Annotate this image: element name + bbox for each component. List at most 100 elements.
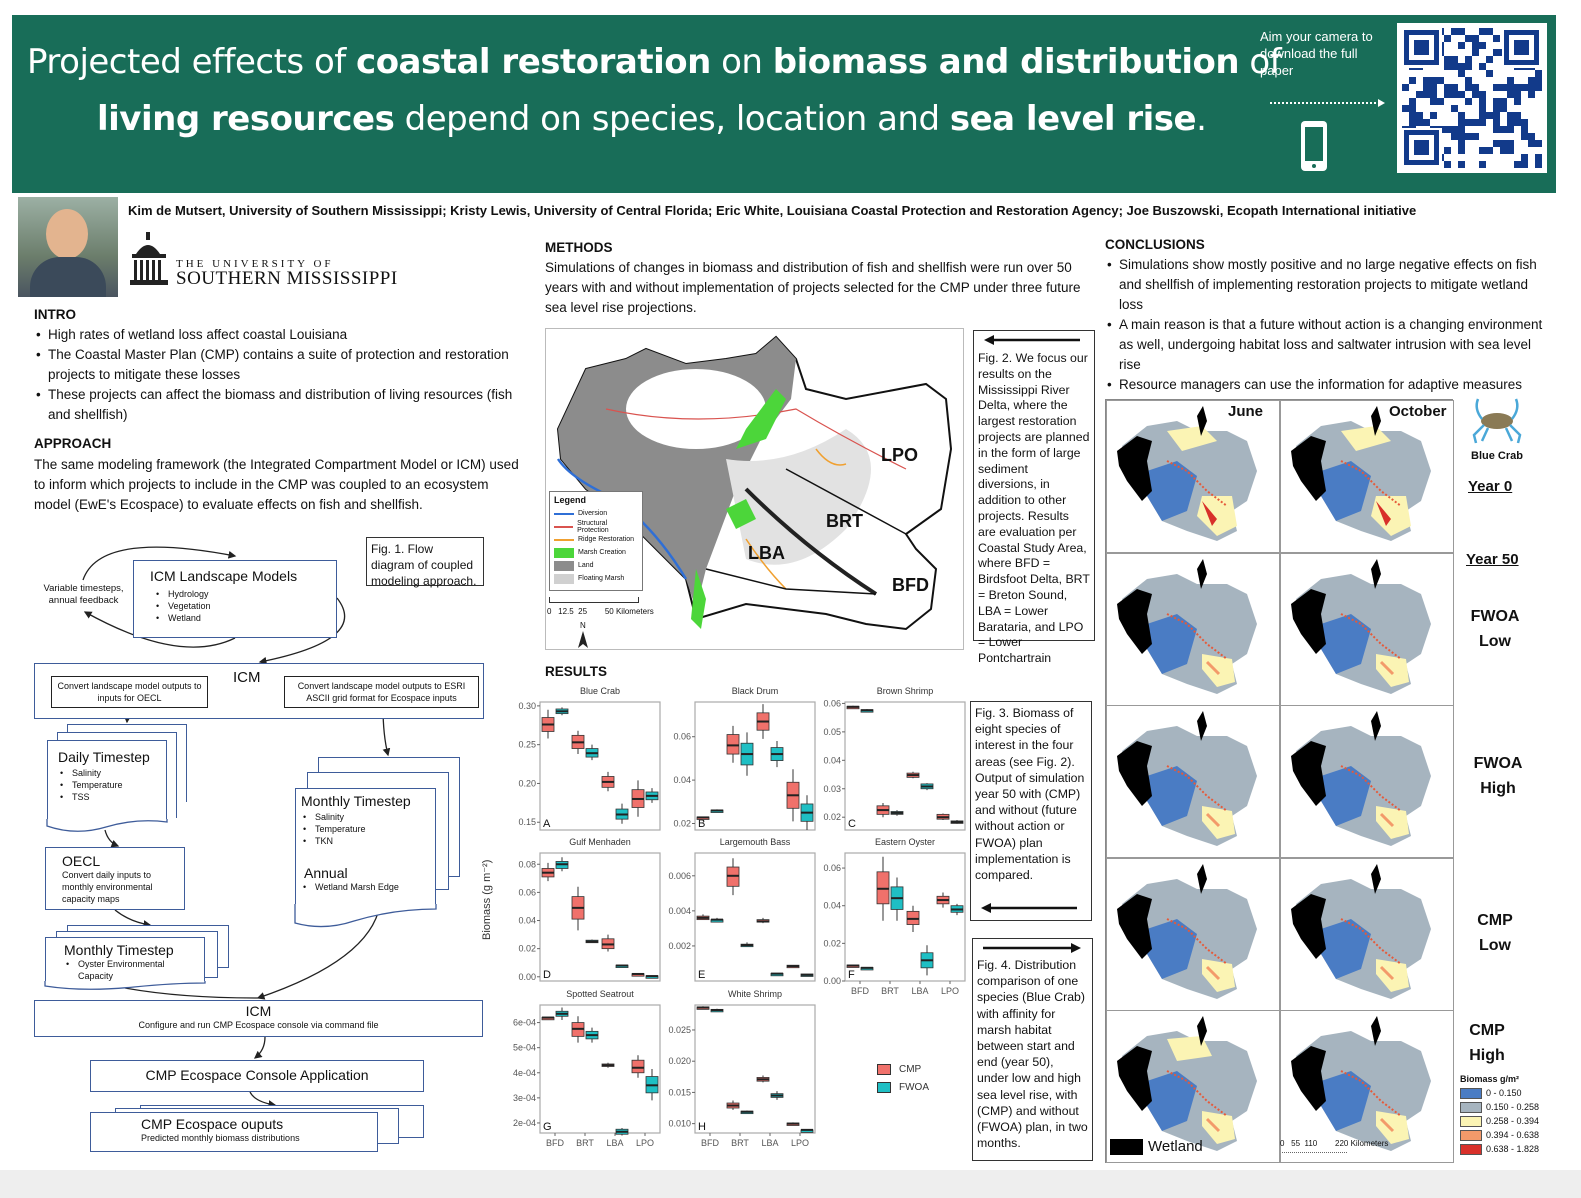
methods-text: Simulations of changes in biomass and di… [545,260,1081,315]
y-tick-label: 0.06 [823,698,841,708]
qr-code-icon [1402,28,1542,168]
y-tick-label: 6e-04 [513,1018,536,1028]
box-cmp-lba [756,1075,770,1083]
doc-wave [44,981,206,990]
year-50-label: Year 50 [1466,551,1519,568]
biomass-legend-item: 0.258 - 0.394 [1460,1114,1539,1128]
monthly-timestep-doc: Monthly Timestep Salinity Temperature TK… [295,788,436,905]
boxplot-legend: CMP FWOA [877,1060,929,1096]
box-cmp-bfd [696,1006,710,1010]
results-heading: RESULTS [545,664,608,679]
panel-letter: C [848,818,856,830]
arrow-left-icon [984,335,1080,345]
month-label-october: October [1389,403,1447,420]
map-legend-item: Land [554,559,638,572]
box-cmp-bfd [541,1016,555,1021]
fig3-text: Fig. 3. Biomass of eight species of inte… [975,706,1085,883]
legend-swatch [1460,1129,1482,1141]
poster-header: Projected effects of coastal restoration… [12,15,1556,193]
blue-crab-distribution-map [1117,406,1257,541]
icm-run-title: ICM [245,1003,272,1019]
map-legend-title: Legend [554,495,587,505]
box-cmp-brt [571,730,585,754]
distribution-map-cell [1280,1010,1454,1164]
biomass-legend-item: 0.394 - 0.638 [1460,1128,1539,1142]
delta-map-graphic [556,335,953,631]
blue-crab-distribution-map [1291,558,1431,694]
box-cmp-brt [726,858,740,896]
box-fwoa-bfd [860,966,874,971]
outputs-title: CMP Ecospace ouputs [141,1116,284,1132]
y-tick-label: 0.02 [823,938,841,948]
legend-swatch-cmp [877,1063,891,1075]
box-cmp-lpo [936,813,950,821]
legend-swatch [554,547,574,558]
region-label-brt: BRT [826,511,863,531]
qr-code[interactable] [1397,23,1547,173]
y-tick-label: 0.04 [823,755,841,765]
box-fwoa-brt [585,744,599,761]
biomass-legend-item: 0.638 - 1.828 [1460,1142,1539,1156]
fig2-caption: Fig. 2. We focus our results on the Miss… [973,330,1095,665]
y-tick-label: 5e-04 [513,1043,536,1053]
box-fwoa-bfd [555,707,569,716]
box-cmp-lpo [631,1055,645,1078]
distribution-map-cell [1106,400,1280,553]
box-cmp-bfd [846,705,860,710]
panel-title: Gulf Menhaden [569,837,631,847]
panel-frame [844,701,966,831]
annual-item: Wetland Marsh Edge [301,881,430,893]
doc-wave [46,819,168,832]
map-legend-item: Ridge Restoration [554,533,638,546]
box-cmp-bfd [541,862,555,882]
y-tick-label: 0.004 [668,906,691,916]
y-tick-label: 2e-04 [513,1118,536,1128]
university-building-icon [130,232,168,285]
box-cmp-lba [756,704,770,739]
daily-item: Salinity [58,767,156,779]
y-tick-label: 3e-04 [513,1093,536,1103]
box-cmp-brt [571,886,585,931]
y-tick-label: 0.025 [668,1025,691,1035]
legend-label-cmp: CMP [899,1063,922,1075]
legend-label: Ridge Restoration [578,536,635,543]
y-tick-label: 0.002 [668,941,691,951]
legend-label: Floating Marsh [578,575,625,582]
conclusion-item: Resource managers can use the informatio… [1105,375,1555,395]
usm-logo: THE UNIVERSITY OF SOUTHERN MISSISSIPPI [128,232,438,290]
y-tick-label: 0.006 [668,871,691,881]
author-photo [18,197,118,297]
photo-face [46,209,88,259]
legend-label: Structural Protection [577,519,609,534]
panel-letter: E [698,969,705,981]
legend-label: 0.638 - 1.828 [1486,1144,1540,1154]
legend-label: Diversion [578,510,608,517]
legend-label: Land [578,562,594,569]
legend-swatch [554,512,574,515]
box-fwoa-bfd [710,809,724,813]
panel-letter: D [543,969,551,981]
box-cmp-lba [906,905,920,933]
box-cmp-lpo [786,769,800,822]
panel-title: Spotted Seatrout [566,989,634,999]
wetland-swatch [1110,1138,1143,1155]
box [631,1059,645,1074]
monthly-item: TKN [301,835,430,847]
panel-title: White Shrimp [727,989,782,999]
wetland-label: Wetland [1148,1138,1203,1155]
legend-swatch [1460,1115,1482,1127]
y-tick-label: 0.06 [673,732,691,742]
x-tick-label: LBA [606,1138,623,1148]
y-tick-label: 0.020 [668,1056,691,1066]
legend-swatch-fwoa [877,1081,891,1093]
map-scale-labels: 0 12.5 25 50 Kilometers [547,607,697,616]
legend-swatch [554,560,574,571]
x-tick-label: BRT [731,1138,749,1148]
